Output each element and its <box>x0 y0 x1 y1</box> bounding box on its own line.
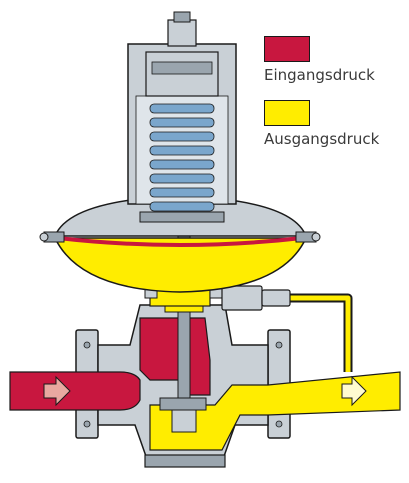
control-line-fitting <box>221 285 291 311</box>
outlet-flow-arrow <box>341 375 367 407</box>
inlet-flow-arrow <box>43 375 71 407</box>
legend-swatch-outlet <box>264 100 310 126</box>
legend-label-outlet: Ausgangsdruck <box>264 130 380 148</box>
legend-label-inlet: Eingangsdruck <box>264 66 375 84</box>
adjusting-spring <box>149 103 215 212</box>
control-line-pipe <box>290 293 353 372</box>
legend-swatch-inlet <box>264 36 310 62</box>
outlet-pressure-zone <box>149 371 401 451</box>
spring-plate <box>139 211 225 223</box>
